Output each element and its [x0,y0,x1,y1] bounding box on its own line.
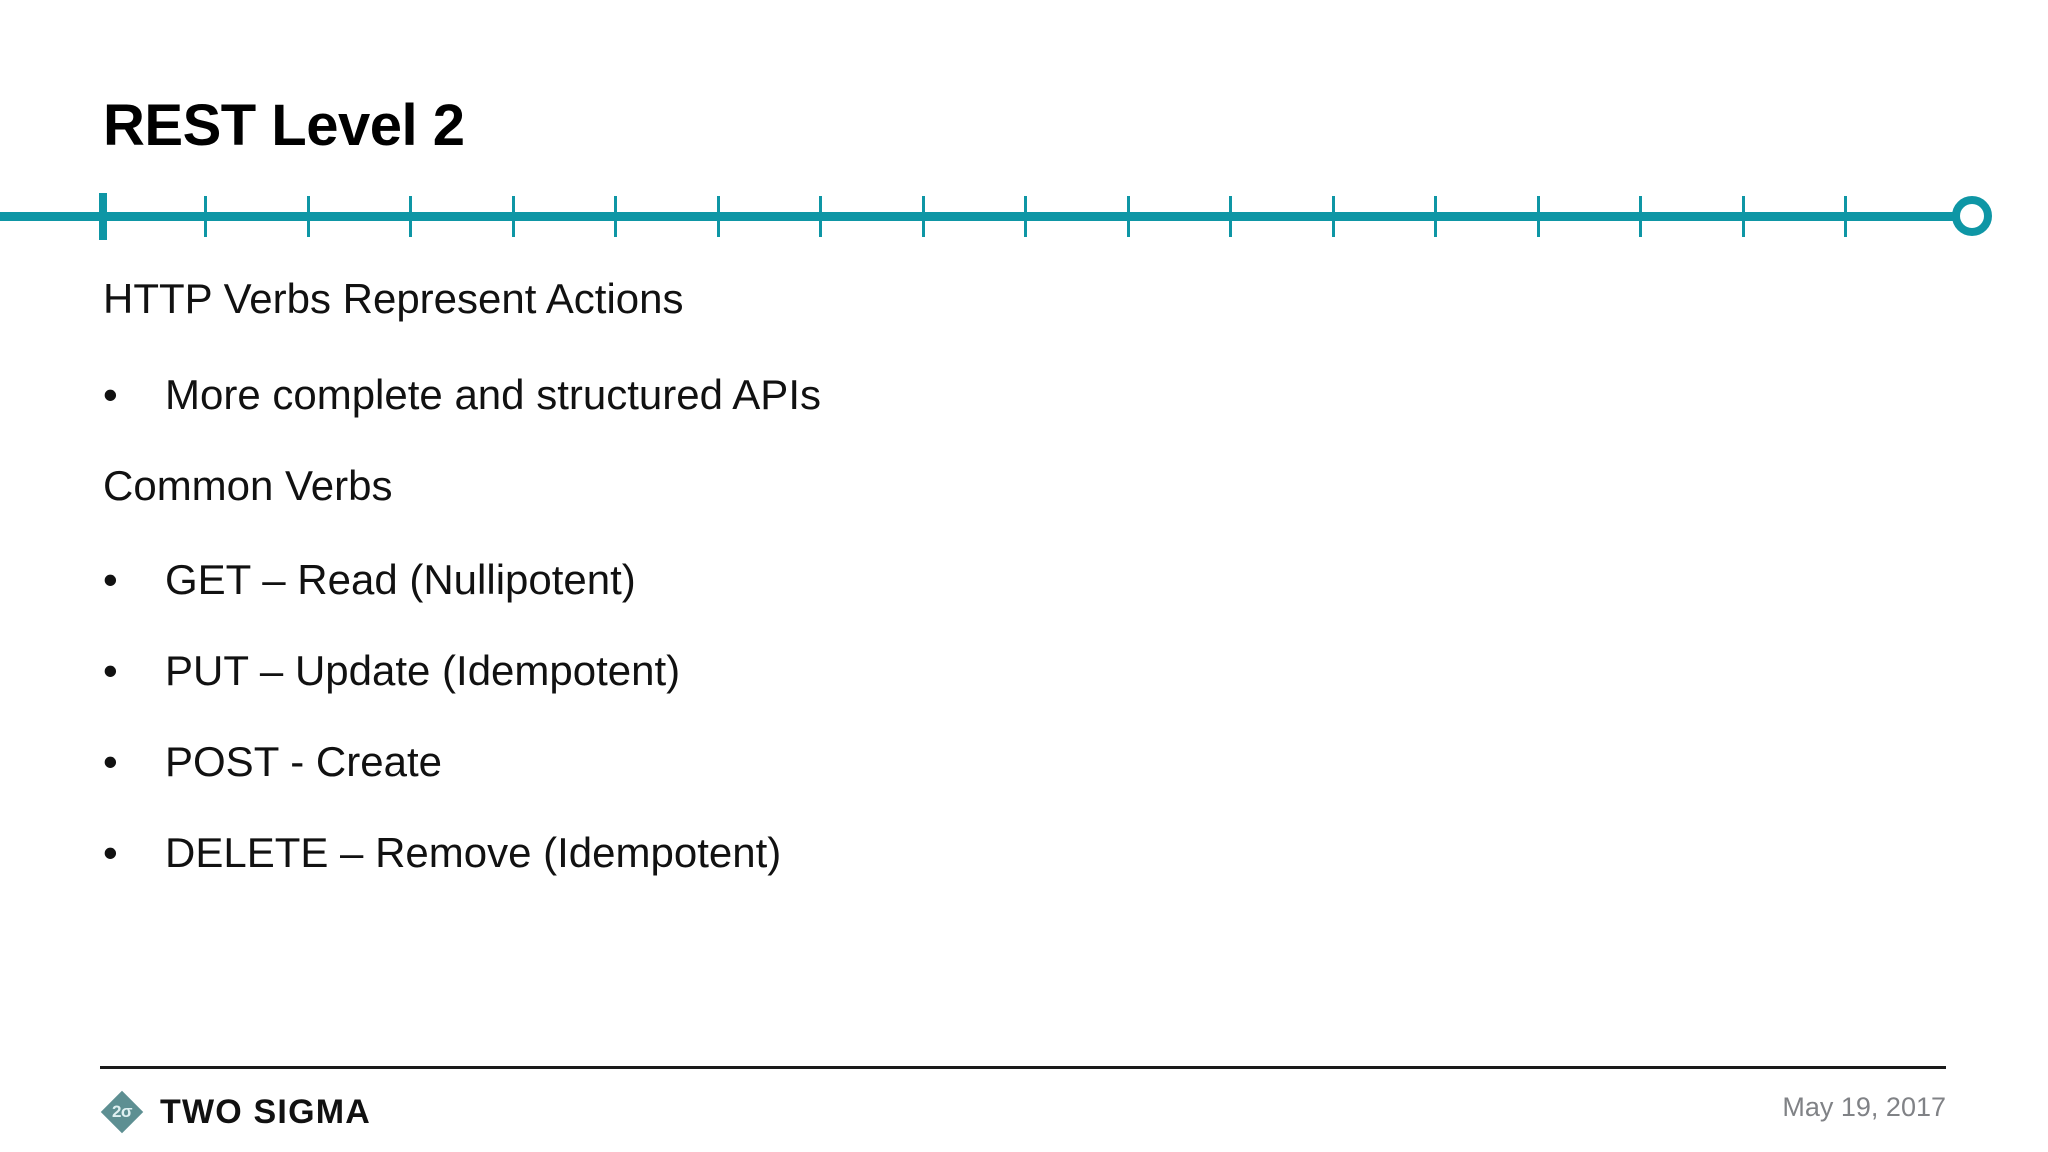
timeline-rail [0,212,1972,221]
timeline-tick[interactable] [921,196,925,237]
bullet-marker-icon: • [103,647,118,694]
page-title: REST Level 2 [103,93,465,158]
list-item-label: More complete and structured APIs [165,371,821,418]
timeline-tick[interactable] [204,196,207,237]
footer-date: May 19, 2017 [1782,1092,1946,1122]
timeline-tick[interactable] [511,196,515,237]
list-item: • GET – Read (Nullipotent) [103,559,1953,601]
list-item-label: POST - Create [165,738,442,785]
timeline-tick[interactable] [1741,196,1745,237]
list-item-label: DELETE – Remove (Idempotent) [165,829,782,876]
timeline-endcap-circle-icon [1952,196,1992,236]
list-item: • More complete and structured APIs [103,374,1953,416]
two-sigma-diamond-icon: 2σ [100,1090,144,1134]
timeline-tick[interactable] [1024,196,1027,237]
list-item: • PUT – Update (Idempotent) [103,650,1953,692]
list-item: • POST - Create [103,741,1953,783]
timeline-current-marker[interactable] [99,193,107,240]
timeline-tick[interactable] [1126,196,1130,237]
slide-body: HTTP Verbs Represent Actions • More comp… [103,278,1953,874]
progress-timeline[interactable] [0,188,2048,246]
timeline-tick[interactable] [306,196,310,237]
footer-divider [100,1066,1946,1069]
list-item: • DELETE – Remove (Idempotent) [103,832,1953,874]
timeline-tick[interactable] [409,196,412,237]
timeline-tick[interactable] [1639,196,1642,237]
sigma-glyph: 2σ [111,1102,133,1121]
bullet-marker-icon: • [103,556,118,603]
section-heading-common-verbs: Common Verbs [103,462,393,509]
bullet-marker-icon: • [103,738,118,785]
timeline-tick[interactable] [1331,196,1335,237]
timeline-tick[interactable] [819,196,822,237]
list-item-label: PUT – Update (Idempotent) [165,647,681,694]
bullet-marker-icon: • [103,371,118,418]
section-heading-http-verbs: HTTP Verbs Represent Actions [103,275,684,322]
bullet-marker-icon: • [103,829,118,876]
timeline-tick[interactable] [1434,196,1437,237]
timeline-tick[interactable] [1536,196,1540,237]
brand-wordmark: TWO SIGMA [160,1092,371,1131]
timeline-tick[interactable] [716,196,720,237]
list-item-label: GET – Read (Nullipotent) [165,556,636,603]
brand-logo: 2σ TWO SIGMA [100,1086,371,1138]
slide-footer: 2σ TWO SIGMA May 19, 2017 [100,1086,1946,1144]
timeline-tick[interactable] [1229,196,1232,237]
timeline-tick[interactable] [614,196,617,237]
timeline-tick[interactable] [1844,196,1847,237]
